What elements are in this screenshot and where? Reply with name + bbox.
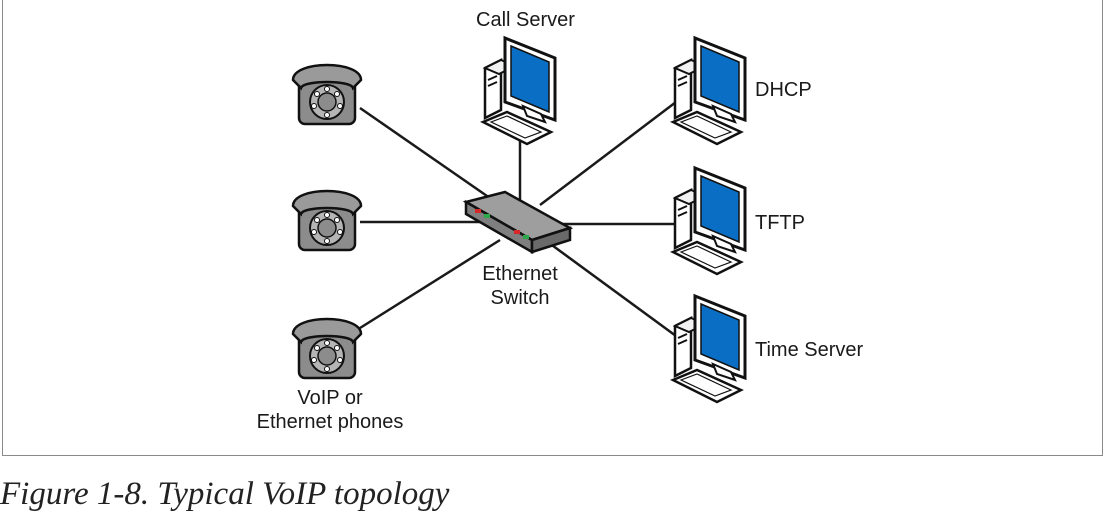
switch-label-line2: Switch — [490, 287, 550, 309]
tftp-computer-icon — [671, 166, 747, 276]
phone-icon-1 — [291, 63, 363, 126]
time-server-label: Time Server — [755, 339, 864, 361]
figure-caption: Figure 1-8. Typical VoIP topology — [0, 476, 450, 512]
link-dhcp — [539, 101, 677, 206]
tftp-label: TFTP — [755, 212, 805, 234]
ethernet-switch-icon — [462, 190, 574, 255]
link-time-server — [544, 238, 677, 338]
dhcp-computer-icon — [671, 36, 747, 146]
phone-icon-3 — [291, 317, 363, 380]
dhcp-label: DHCP — [755, 79, 812, 101]
time-server-computer-icon — [671, 294, 747, 404]
phones-label-line2: Ethernet phones — [256, 411, 404, 433]
phone-icon-2 — [291, 189, 363, 252]
topology-diagram — [291, 36, 747, 404]
phones-label-line1: VoIP or — [297, 387, 363, 409]
phones-label: VoIP or Ethernet phones — [255, 386, 405, 434]
link-phone-1 — [359, 106, 501, 207]
connection-lines — [359, 101, 677, 338]
link-phone-3 — [359, 238, 501, 330]
call-server-label: Call Server — [476, 9, 575, 31]
switch-label-line1: Ethernet — [482, 263, 558, 285]
switch-label: Ethernet Switch — [470, 262, 570, 310]
call-server-computer-icon — [481, 36, 557, 146]
